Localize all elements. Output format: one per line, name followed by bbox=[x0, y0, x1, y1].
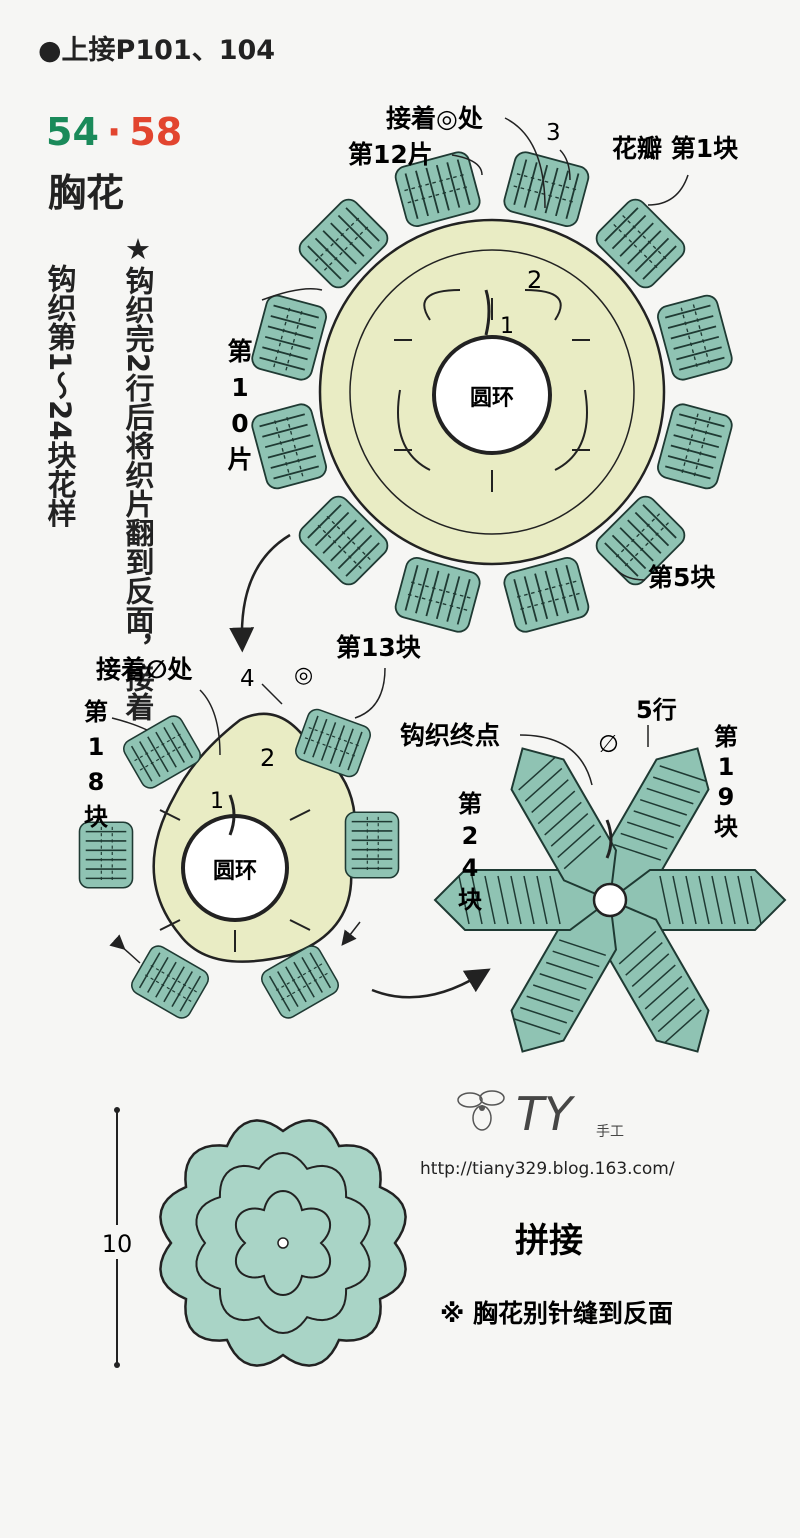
d3-ray bbox=[608, 869, 787, 931]
d1-leader-lines bbox=[261, 117, 689, 581]
d1-petal bbox=[654, 292, 736, 383]
svg-text:片: 片 bbox=[227, 445, 252, 474]
pattern-number-a: 54 bbox=[46, 110, 99, 154]
pattern-title: 胸花 bbox=[48, 171, 125, 215]
d2-leader-lines bbox=[111, 667, 386, 756]
number-separator: · bbox=[106, 110, 122, 154]
svg-text:9: 9 bbox=[718, 783, 735, 811]
assembly-diagram bbox=[159, 1119, 407, 1367]
watermark-logo: TY 手工 bbox=[457, 1087, 624, 1141]
page-reference: ●上接P101、104 bbox=[38, 35, 276, 66]
size-label: 10 bbox=[102, 1230, 133, 1258]
d2-piece18-label: 第 1 8 块 bbox=[84, 698, 108, 831]
svg-text:1: 1 bbox=[88, 733, 105, 761]
logo-text: TY bbox=[516, 1087, 576, 1141]
vertical-note-right: ★钩织完2行后将织片翻到反面，接着 bbox=[121, 232, 155, 722]
d1-petal1-label: 花瓣 第1块 bbox=[612, 134, 738, 163]
svg-text:第: 第 bbox=[84, 698, 108, 726]
d1-join-label: 接着◎处 bbox=[386, 104, 483, 133]
d2-join-label: 接着∅处 bbox=[96, 655, 192, 684]
d2-center-label: 圆环 bbox=[213, 859, 257, 884]
assembly-title: 拼接 bbox=[515, 1221, 583, 1261]
d1-petal bbox=[248, 401, 330, 492]
logo-subtext: 手工 bbox=[596, 1124, 624, 1140]
svg-text:4: 4 bbox=[462, 854, 479, 882]
d1-petal bbox=[501, 148, 592, 230]
d2-petal bbox=[344, 811, 400, 879]
d2-row4-label: 4 bbox=[240, 666, 255, 692]
d1-piece12-label: 第12片 bbox=[348, 140, 433, 169]
d2-row1-label: 1 bbox=[210, 789, 224, 814]
d1-center-label: 圆环 bbox=[470, 386, 514, 411]
d3-mark: ∅ bbox=[598, 730, 619, 758]
diagram3-star bbox=[433, 747, 787, 1053]
svg-text:第: 第 bbox=[714, 723, 738, 751]
svg-text:块: 块 bbox=[84, 803, 108, 831]
d1-row3-label: 3 bbox=[546, 120, 561, 146]
d3-piece24-label: 第 2 4 块 bbox=[458, 790, 482, 914]
diagram1-flower bbox=[248, 148, 736, 636]
d2-direction-arrow-left bbox=[109, 934, 141, 964]
svg-text:第: 第 bbox=[458, 790, 482, 818]
flow-arrow-2 bbox=[371, 968, 491, 999]
d2-mark: ◎ bbox=[294, 663, 313, 688]
d2-direction-arrow-right bbox=[341, 921, 361, 946]
svg-text:1: 1 bbox=[231, 373, 248, 402]
d2-petal bbox=[127, 941, 213, 1023]
pattern-number-b: 58 bbox=[129, 110, 183, 154]
vertical-note-left: 钩织第1～24块花样 bbox=[43, 264, 77, 528]
pattern-number: 54·58 bbox=[46, 110, 182, 154]
d1-petal bbox=[501, 554, 592, 636]
svg-text:块: 块 bbox=[714, 813, 738, 841]
d2-row2-label: 2 bbox=[260, 744, 275, 772]
d1-row2-label: 2 bbox=[527, 266, 542, 294]
d1-piece10-label: 第 1 0 片 bbox=[227, 337, 252, 474]
svg-text:2: 2 bbox=[462, 822, 479, 850]
flower-logo-icon bbox=[457, 1090, 505, 1131]
d3-leader-lines bbox=[519, 725, 649, 786]
svg-text:块: 块 bbox=[458, 886, 482, 914]
d1-petal bbox=[248, 292, 330, 383]
svg-text:第: 第 bbox=[227, 337, 252, 366]
d3-ray bbox=[510, 747, 618, 902]
flow-arrow-1 bbox=[229, 533, 291, 653]
d3-row5-label: 5行 bbox=[636, 696, 677, 724]
d1-piece5-label: 第5块 bbox=[648, 563, 715, 592]
d1-petal bbox=[654, 401, 736, 492]
d2-piece13-label: 第13块 bbox=[336, 633, 421, 662]
svg-text:1: 1 bbox=[718, 753, 735, 781]
svg-text:8: 8 bbox=[88, 768, 105, 796]
d2-petal bbox=[78, 821, 134, 889]
d3-end-label: 钩织终点 bbox=[400, 721, 500, 750]
assembly-note: ※ 胸花别针缝到反面 bbox=[440, 1299, 673, 1328]
d1-row1-label: 1 bbox=[500, 314, 514, 339]
d1-petal bbox=[392, 554, 483, 636]
svg-text:0: 0 bbox=[231, 409, 248, 438]
diagram2-partial-flower bbox=[78, 706, 400, 1023]
watermark-url: http://tiany329.blog.163.com/ bbox=[420, 1159, 675, 1179]
